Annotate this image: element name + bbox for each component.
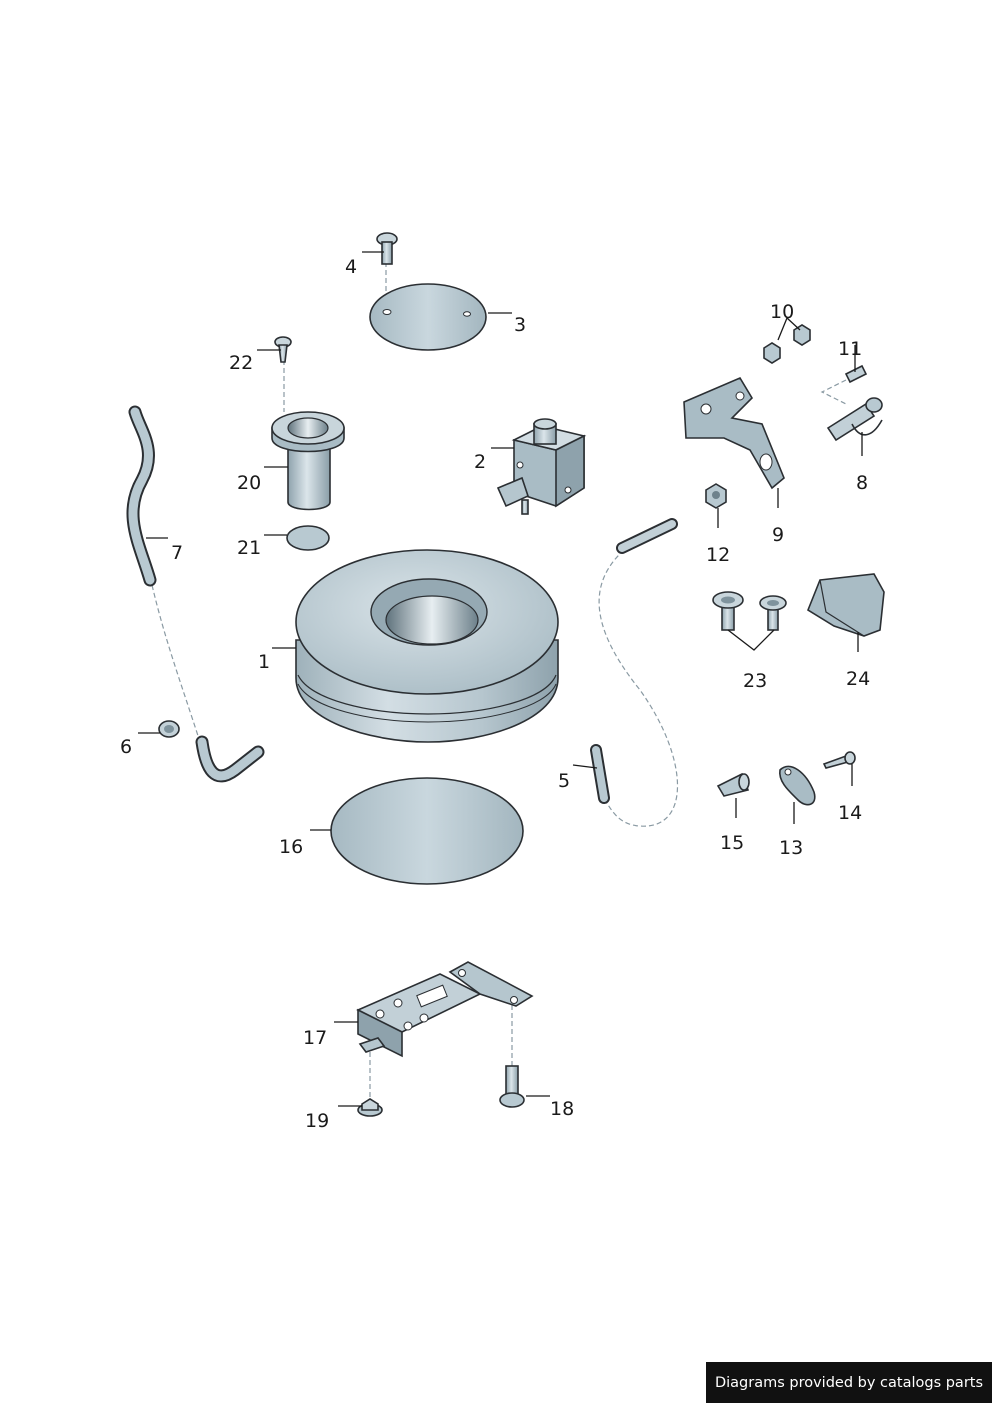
part-label-22: 22 <box>229 352 253 374</box>
cover-plate-part-3[interactable] <box>369 283 487 351</box>
part-label-1: 1 <box>258 651 270 673</box>
part-label-10: 10 <box>770 301 794 323</box>
part-label-18: 18 <box>550 1098 574 1120</box>
bottom-cover-part-16[interactable] <box>330 777 524 885</box>
nut-part-19[interactable] <box>357 1098 383 1117</box>
leader-lines <box>138 251 863 1107</box>
part-label-16: 16 <box>279 836 303 858</box>
credit-banner: Diagrams provided by catalogs parts <box>706 1362 992 1403</box>
part-label-20: 20 <box>237 472 261 494</box>
part-label-14: 14 <box>838 802 862 824</box>
part-label-11: 11 <box>838 338 862 360</box>
fuel-line-bolt <box>616 518 678 554</box>
bolt-part-18[interactable] <box>499 1065 525 1108</box>
hose-clamp-part-6[interactable] <box>158 720 180 738</box>
part-label-13: 13 <box>779 837 803 859</box>
part-label-21: 21 <box>237 537 261 559</box>
part-number-labels: 1 2 3 4 5 6 7 8 9 10 11 12 13 14 15 16 1… <box>120 256 870 1132</box>
part-label-23: 23 <box>743 670 767 692</box>
screw-part-14[interactable] <box>822 751 856 769</box>
part-label-5: 5 <box>558 770 570 792</box>
assembly-guide-lines <box>151 262 847 1100</box>
part-label-8: 8 <box>856 472 868 494</box>
credit-text: Diagrams provided by catalogs parts <box>714 1374 984 1391</box>
seal-ring-part-21[interactable] <box>286 525 330 551</box>
nuts-part-10[interactable] <box>763 324 811 364</box>
filler-neck-part-20[interactable] <box>271 411 345 511</box>
part-label-2: 2 <box>474 451 486 473</box>
part-label-7: 7 <box>171 542 183 564</box>
hose-part-5[interactable] <box>590 744 610 804</box>
part-label-24: 24 <box>846 668 870 690</box>
part-label-19: 19 <box>305 1110 329 1132</box>
part-label-9: 9 <box>772 524 784 546</box>
gas-tank-part-1[interactable] <box>295 549 559 743</box>
nut-part-12[interactable] <box>705 483 727 509</box>
connector-part-8[interactable] <box>826 397 883 442</box>
part-label-3: 3 <box>514 314 526 336</box>
screw-part-11[interactable] <box>844 364 868 384</box>
cover-part-24[interactable] <box>807 573 885 637</box>
part-label-17: 17 <box>303 1027 327 1049</box>
valve-assembly-part-2[interactable] <box>496 418 587 515</box>
part-label-6: 6 <box>120 736 132 758</box>
mounting-bracket-part-17[interactable] <box>356 961 534 1058</box>
screw-part-22[interactable] <box>274 336 292 363</box>
part-label-12: 12 <box>706 544 730 566</box>
part-label-4: 4 <box>345 256 357 278</box>
screw-part-4[interactable] <box>376 232 398 265</box>
clip-part-13[interactable] <box>779 765 816 806</box>
bracket-part-9[interactable] <box>683 376 785 490</box>
plug-part-15[interactable] <box>716 772 750 797</box>
part-label-15: 15 <box>720 832 744 854</box>
grommets-part-23[interactable] <box>712 591 787 631</box>
